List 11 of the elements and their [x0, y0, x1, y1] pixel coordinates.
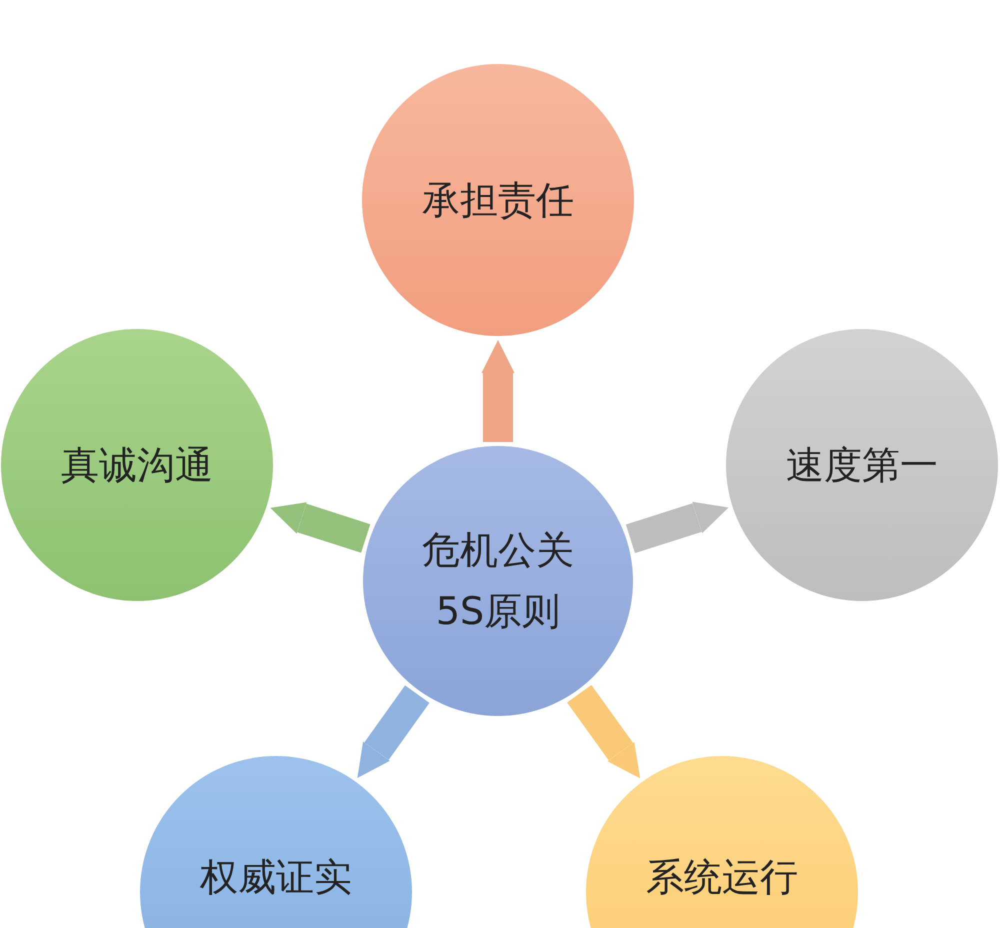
circle-label: 系统运行: [646, 854, 798, 901]
block-arrow: [482, 340, 514, 442]
block-arrow: [567, 685, 640, 778]
circle-label: 速度第一: [786, 442, 938, 489]
block-arrow: [626, 502, 729, 554]
circle-label: 承担责任: [422, 176, 574, 224]
circle-label: 真诚沟通: [61, 442, 213, 489]
block-arrow: [357, 685, 430, 778]
circle-label: 权威证实: [200, 854, 352, 901]
circle-label: 危机公关 5S原则: [421, 527, 575, 635]
block-arrow: [270, 502, 370, 553]
